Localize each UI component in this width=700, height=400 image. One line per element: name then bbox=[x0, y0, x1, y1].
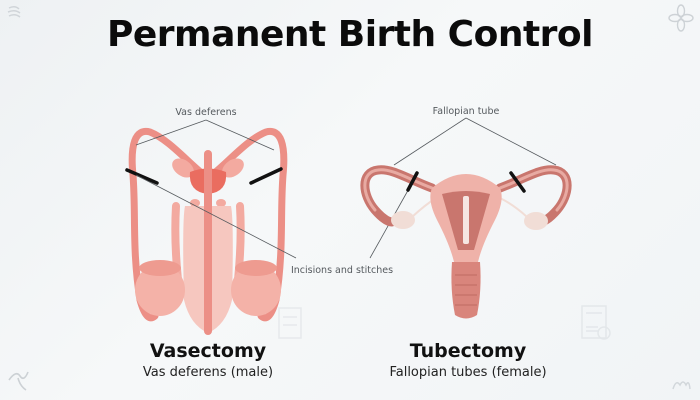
label-incisions: Incisions and stitches bbox=[291, 265, 393, 276]
swirl-icon bbox=[8, 371, 29, 391]
female-anatomy-illustration bbox=[360, 165, 572, 319]
squiggle-icon bbox=[7, 5, 21, 18]
document-icon bbox=[581, 305, 611, 340]
document-icon bbox=[278, 307, 302, 339]
label-fallopian-tube: Fallopian tube bbox=[433, 106, 500, 117]
leader-lines bbox=[135, 117, 557, 259]
coil-icon bbox=[672, 381, 691, 390]
flower-icon bbox=[668, 4, 694, 32]
vasectomy-subtitle: Vas deferens (male) bbox=[142, 365, 274, 380]
male-anatomy-illustration bbox=[125, 127, 288, 335]
tubectomy-subtitle: Fallopian tubes (female) bbox=[389, 365, 547, 380]
tubectomy-title: Tubectomy bbox=[409, 340, 527, 362]
label-vas-deferens: Vas deferens bbox=[175, 107, 236, 118]
page-title: Permanent Birth Control bbox=[107, 14, 594, 55]
vasectomy-title: Vasectomy bbox=[149, 340, 267, 362]
